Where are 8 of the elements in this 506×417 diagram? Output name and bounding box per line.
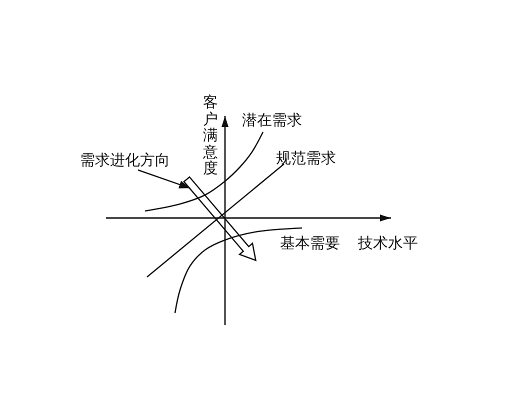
direction-arrow — [183, 176, 257, 261]
curve-label: 潜在需求 — [242, 113, 302, 128]
callout-text: 需求进化方向 — [80, 153, 170, 168]
axis-title: 客户满意度 — [203, 94, 218, 176]
curve-label: 基本需要 — [280, 236, 340, 251]
axis-title: 技术水平 — [358, 236, 418, 251]
leader-arrow — [138, 169, 190, 189]
curve-label: 规范需求 — [276, 151, 336, 166]
